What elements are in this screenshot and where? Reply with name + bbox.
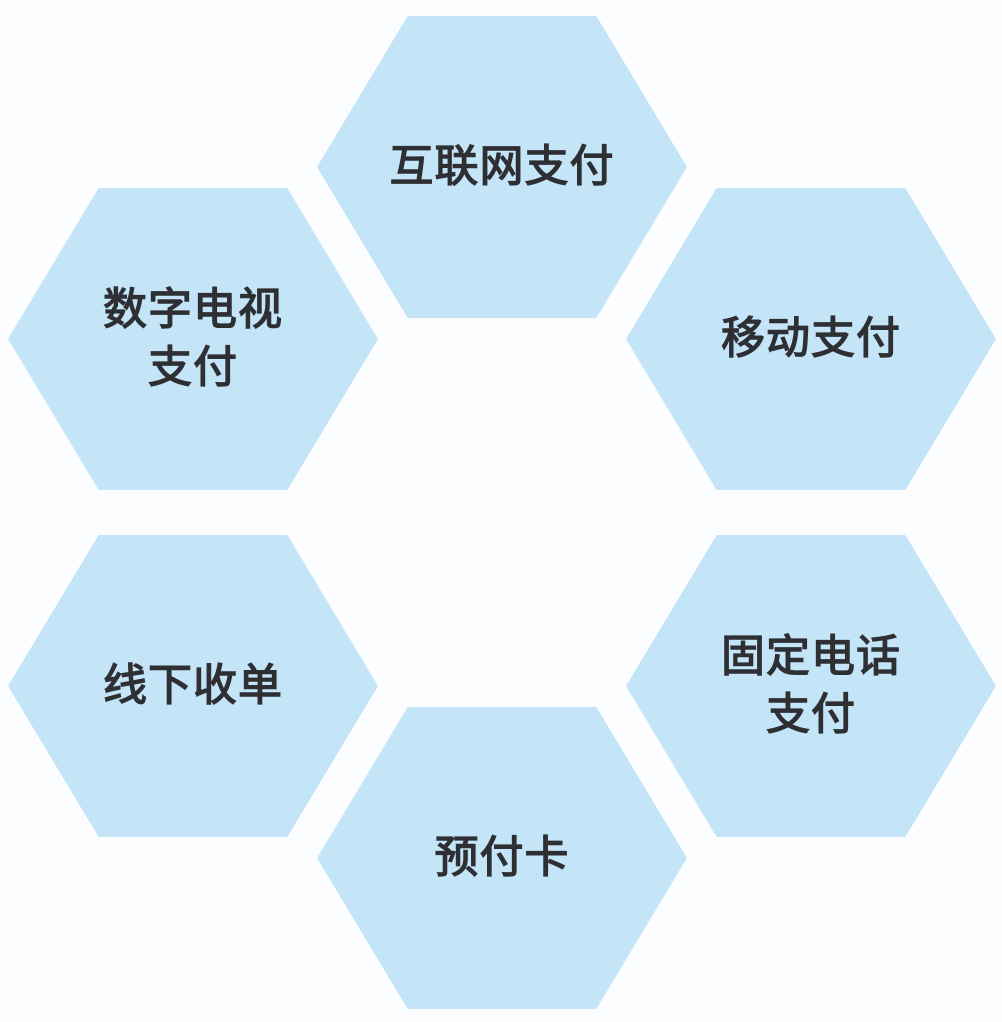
hex-landline-payment: 固定电话 支付 (626, 535, 996, 837)
label-line: 互联网支付 (389, 141, 615, 192)
hex-prepaid-card: 预付卡 (317, 707, 687, 1009)
hex-label: 互联网支付 (390, 138, 615, 196)
label-line: 数字电视 (103, 284, 283, 335)
label-line: 预付卡 (434, 832, 570, 883)
label-line: 线下收单 (103, 660, 283, 711)
hex-digital-tv-payment: 数字电视 支付 (8, 188, 378, 490)
hex-label: 线下收单 (103, 657, 283, 715)
hex-label: 固定电话 支付 (721, 628, 901, 744)
hex-internet-payment: 互联网支付 (317, 16, 687, 318)
hex-label: 数字电视 支付 (103, 281, 283, 397)
hex-label: 预付卡 (435, 829, 570, 887)
label-line: 固定电话 (721, 631, 901, 682)
hex-offline-acquiring: 线下收单 (8, 535, 378, 837)
label-line: 支付 (766, 689, 856, 740)
hex-mobile-payment: 移动支付 (626, 188, 996, 490)
label-line: 移动支付 (721, 313, 901, 364)
hex-label: 移动支付 (721, 310, 901, 368)
label-line: 支付 (148, 342, 238, 393)
